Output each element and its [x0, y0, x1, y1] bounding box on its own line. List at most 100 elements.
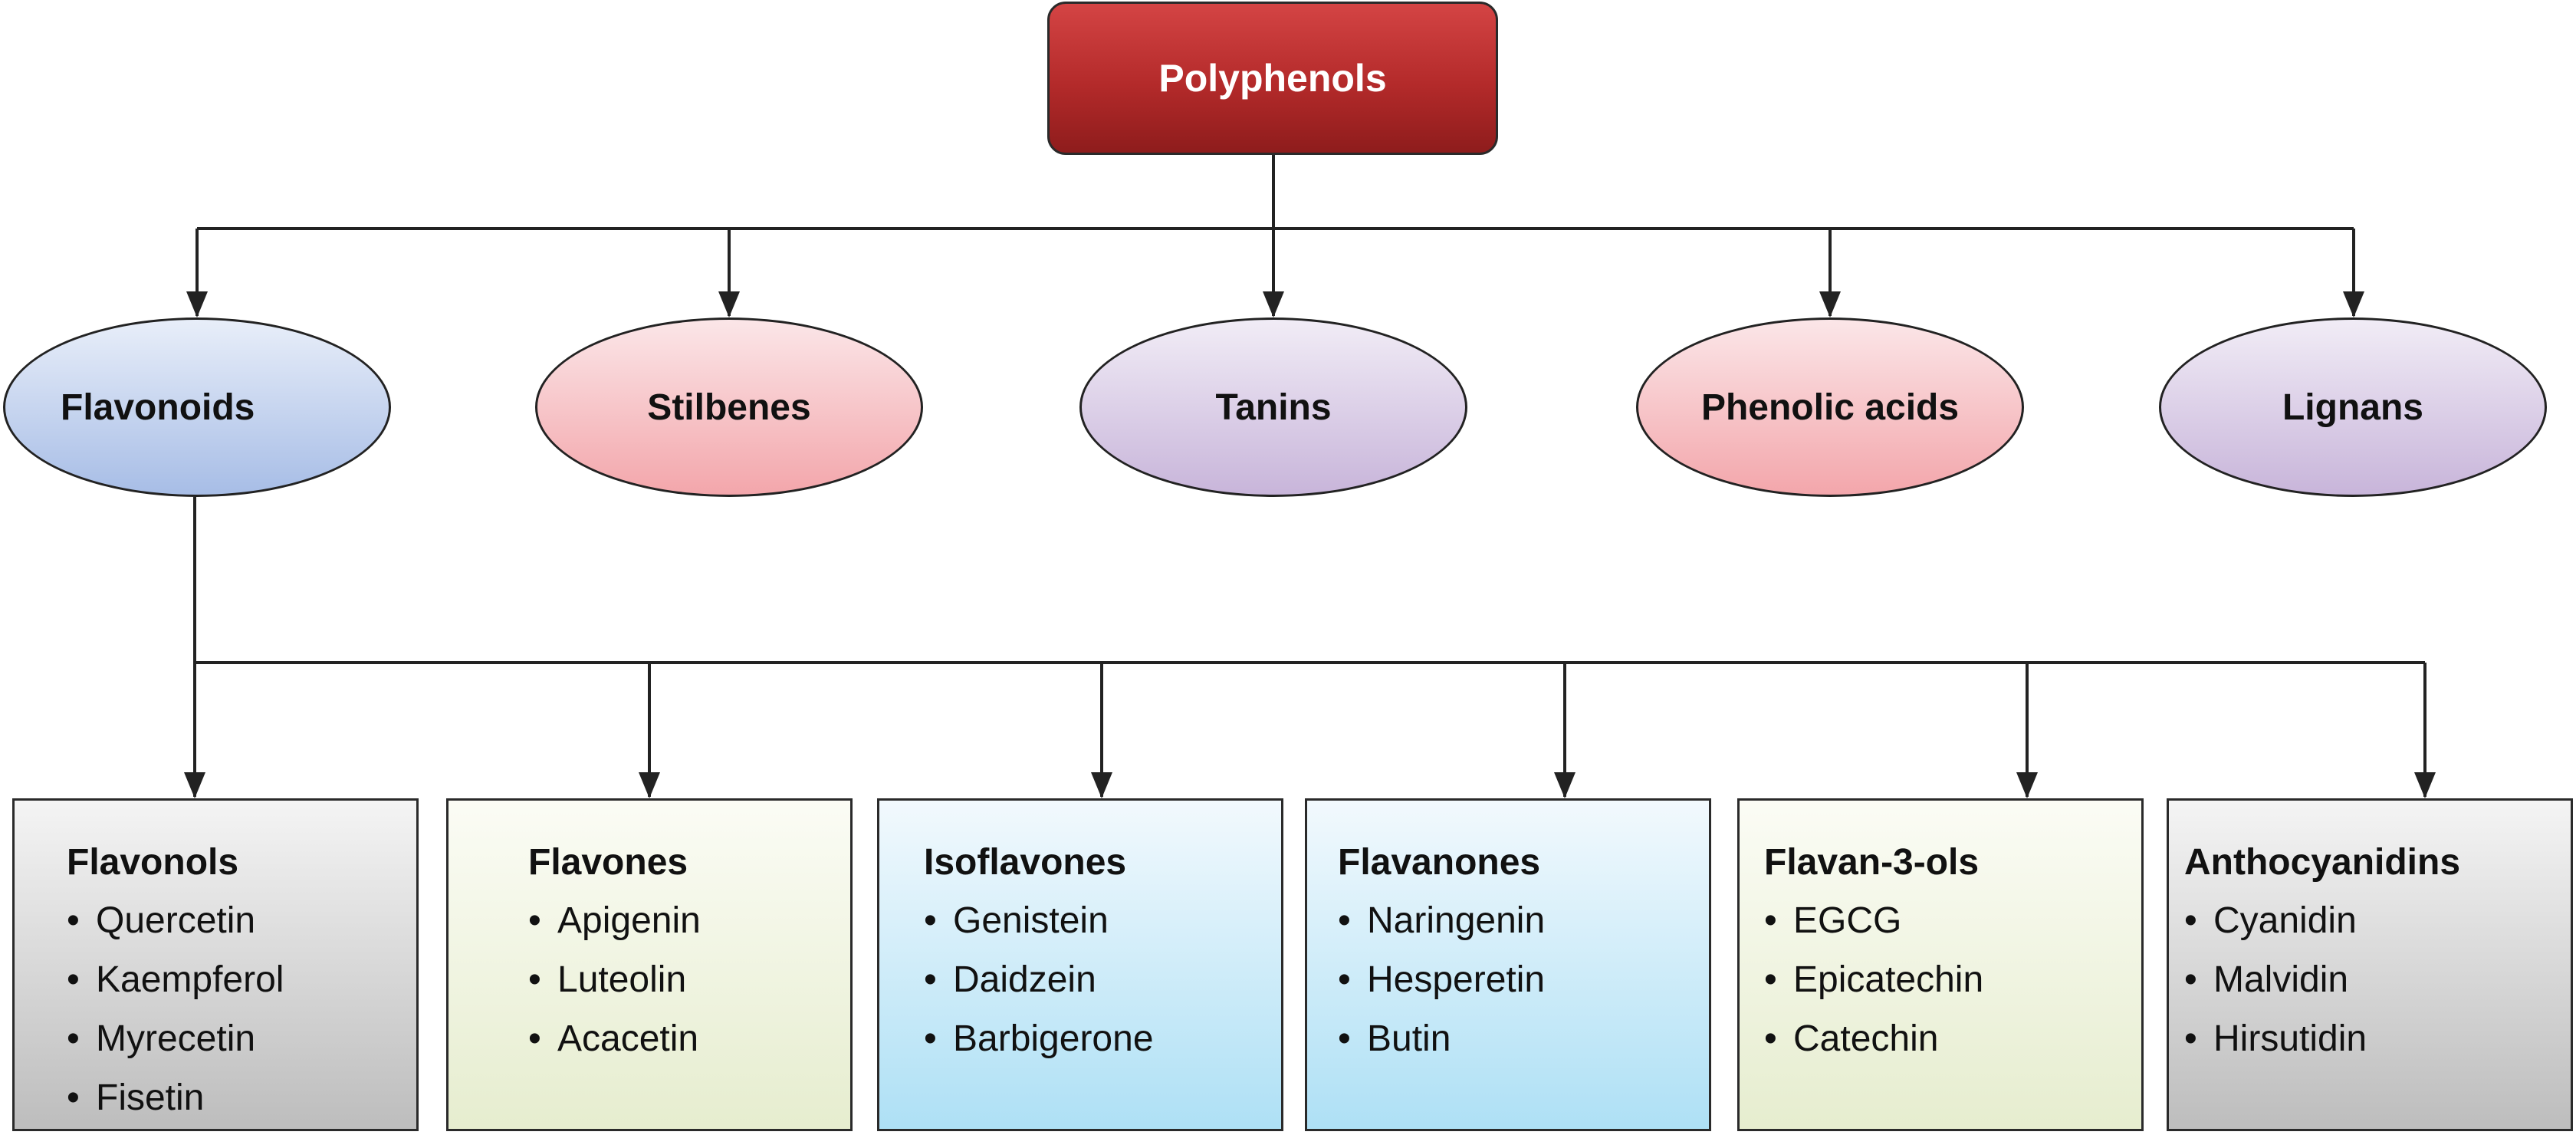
subclass-title-flavan-3-ols: Flavan-3-ols: [1764, 842, 1980, 883]
arrowhead-flavanones: [1554, 772, 1576, 798]
arrowhead-flavones: [639, 772, 660, 798]
list-item: • Luteolin: [528, 950, 850, 1009]
list-item: • Barbigerone: [924, 1009, 1281, 1068]
bullet-glyph: •: [1338, 900, 1351, 941]
bullet-glyph: •: [67, 959, 80, 1000]
list-item: • Malvidin: [2184, 950, 2571, 1009]
arrowhead-isoflavones: [1091, 772, 1112, 798]
subclass-box-flavanones: Flavanones • Naringenin • Hesperetin • Buti…: [1305, 798, 1711, 1131]
bullet-glyph: •: [67, 1018, 80, 1059]
compound-name: EGCG: [1793, 900, 1902, 941]
list-item: • Genistein: [924, 891, 1281, 950]
bullet-glyph: •: [1338, 1018, 1351, 1059]
compound-name: Acacetin: [557, 1018, 699, 1059]
list-item: • Cyanidin: [2184, 891, 2571, 950]
subclass-title-flavonols: Flavonols: [67, 842, 239, 883]
subclass-title-isoflavones: Isoflavones: [924, 842, 1127, 883]
arrowhead-anthocyanidins: [2414, 772, 2436, 798]
bullet-glyph: •: [67, 1077, 80, 1118]
bullet-glyph: •: [2184, 1018, 2197, 1059]
compound-name: Kaempferol: [96, 959, 284, 1000]
bullet-glyph: •: [924, 1018, 937, 1059]
class-label-stilbenes: Stilbenes: [647, 387, 811, 428]
compound-name: Daidzein: [953, 959, 1096, 1000]
arrowhead-lignans: [2343, 291, 2364, 317]
list-item: • EGCG: [1764, 891, 2141, 950]
compound-name: Butin: [1367, 1018, 1451, 1059]
list-item: • Epicatechin: [1764, 950, 2141, 1009]
list-item: • Acacetin: [528, 1009, 850, 1068]
bullet-glyph: •: [1764, 1018, 1777, 1059]
compound-list-flavonols: • Quercetin • Kaempferol • Myrecetin • Fiset…: [67, 891, 416, 1127]
subclass-box-anthocyanidins: Anthocyanidins • Cyanidin • Malvidin • Hirs…: [2167, 798, 2573, 1131]
compound-name: Barbigerone: [953, 1018, 1154, 1059]
bullet-glyph: •: [67, 900, 80, 941]
bullet-glyph: •: [1764, 900, 1777, 941]
compound-name: Hesperetin: [1367, 959, 1546, 1000]
compound-list-anthocyanidins: • Cyanidin • Malvidin • Hirsutidin: [2184, 891, 2571, 1068]
bullet-glyph: •: [1764, 959, 1777, 1000]
list-item: • Kaempferol: [67, 950, 416, 1009]
compound-name: Naringenin: [1367, 900, 1546, 941]
arrowhead-flavonols: [184, 772, 205, 798]
compound-name: Cyanidin: [2213, 900, 2357, 941]
list-item: • Apigenin: [528, 891, 850, 950]
compound-name: Quercetin: [96, 900, 256, 941]
compound-name: Luteolin: [557, 959, 687, 1000]
bullet-glyph: •: [924, 900, 937, 941]
list-item: • Butin: [1338, 1009, 1709, 1068]
bullet-glyph: •: [2184, 959, 2197, 1000]
compound-name: Catechin: [1793, 1018, 1939, 1059]
subclass-title-anthocyanidins: Anthocyanidins: [2184, 842, 2461, 883]
subclass-box-isoflavones: Isoflavones • Genistein • Daidzein • Barbig…: [877, 798, 1283, 1131]
class-node-stilbenes: Stilbenes: [535, 317, 923, 497]
bullet-glyph: •: [1338, 959, 1351, 1000]
compound-list-flavanones: • Naringenin • Hesperetin • Butin: [1338, 891, 1709, 1068]
bullet-glyph: •: [2184, 900, 2197, 941]
arrowhead-flavan-3-ols: [2016, 772, 2038, 798]
list-item: • Quercetin: [67, 891, 416, 950]
subclass-title-flavanones: Flavanones: [1338, 842, 1541, 883]
list-item: • Hirsutidin: [2184, 1009, 2571, 1068]
list-item: • Myrecetin: [67, 1009, 416, 1068]
root-label: Polyphenols: [1158, 57, 1387, 100]
class-node-lignans: Lignans: [2159, 317, 2547, 497]
subclass-box-flavan-3-ols: Flavan-3-ols • EGCG • Epicatechin • Catechi…: [1737, 798, 2144, 1131]
subclass-box-flavonols: Flavonols • Quercetin • Kaempferol • Myrece…: [12, 798, 419, 1131]
compound-name: Hirsutidin: [2213, 1018, 2367, 1059]
list-item: • Daidzein: [924, 950, 1281, 1009]
class-label-flavonoids: Flavonoids: [61, 387, 255, 428]
subclass-box-flavones: Flavones • Apigenin • Luteolin • Acacetin: [446, 798, 853, 1131]
arrowhead-tanins: [1263, 291, 1284, 317]
compound-name: Myrecetin: [96, 1018, 256, 1059]
compound-list-flavones: • Apigenin • Luteolin • Acacetin: [528, 891, 850, 1068]
bullet-glyph: •: [528, 959, 541, 1000]
class-label-tanins: Tanins: [1215, 387, 1332, 428]
subclass-title-flavones: Flavones: [528, 842, 688, 883]
compound-name: Apigenin: [557, 900, 701, 941]
arrowhead-phenolic-acids: [1819, 291, 1841, 317]
compound-name: Genistein: [953, 900, 1109, 941]
list-item: • Hesperetin: [1338, 950, 1709, 1009]
class-node-flavonoids: Flavonoids: [3, 317, 391, 497]
compound-list-isoflavones: • Genistein • Daidzein • Barbigerone: [924, 891, 1281, 1068]
compound-name: Epicatechin: [1793, 959, 1984, 1000]
compound-list-flavan-3-ols: • EGCG • Epicatechin • Catechin: [1764, 891, 2141, 1068]
root-node-polyphenols: Polyphenols: [1047, 2, 1498, 155]
bullet-glyph: •: [528, 900, 541, 941]
list-item: • Fisetin: [67, 1068, 416, 1127]
arrowhead-flavonoids: [186, 291, 208, 317]
class-label-phenolic-acids: Phenolic acids: [1700, 387, 1960, 428]
compound-name: Fisetin: [96, 1077, 205, 1118]
class-node-phenolic-acids: Phenolic acids: [1636, 317, 2024, 497]
list-item: • Catechin: [1764, 1009, 2141, 1068]
arrowhead-stilbenes: [718, 291, 740, 317]
class-node-tanins: Tanins: [1079, 317, 1467, 497]
compound-name: Malvidin: [2213, 959, 2349, 1000]
bullet-glyph: •: [924, 959, 937, 1000]
class-label-lignans: Lignans: [2282, 387, 2423, 428]
list-item: • Naringenin: [1338, 891, 1709, 950]
bullet-glyph: •: [528, 1018, 541, 1059]
